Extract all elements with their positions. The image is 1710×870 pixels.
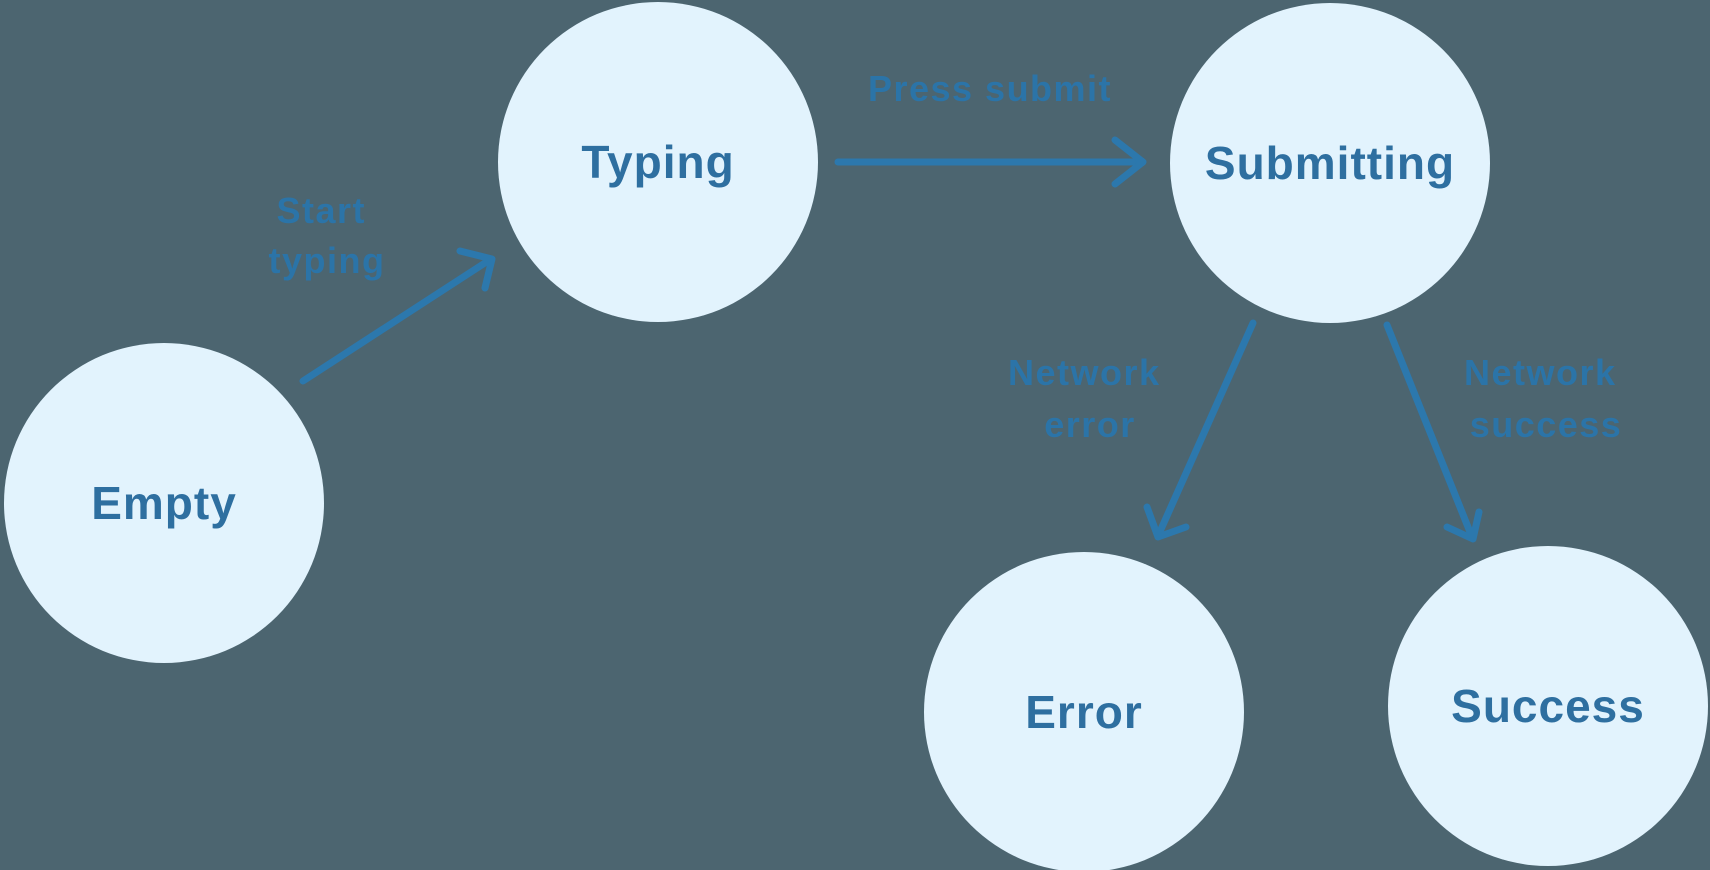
state-label-empty: Empty bbox=[91, 477, 237, 529]
arrow-line bbox=[1154, 319, 1257, 540]
state-node-error: Error bbox=[924, 552, 1244, 870]
transition-empty-typing: Start typing bbox=[269, 190, 496, 385]
state-node-empty: Empty bbox=[4, 343, 324, 663]
transition-label-line: Press submit bbox=[868, 68, 1112, 109]
transition-label-network-success: Network success bbox=[1464, 352, 1628, 445]
arrow-head bbox=[456, 247, 496, 292]
state-circle-error bbox=[924, 552, 1244, 870]
transition-label-line: error bbox=[1044, 404, 1136, 445]
arrow-head bbox=[1443, 508, 1483, 543]
state-label-submitting: Submitting bbox=[1205, 137, 1455, 189]
transition-label-line: Network bbox=[1008, 352, 1161, 393]
transition-label-line: Network bbox=[1464, 352, 1617, 393]
state-circle-success bbox=[1388, 546, 1708, 866]
transition-label-line: typing bbox=[269, 240, 386, 281]
arrow-line bbox=[1383, 321, 1476, 541]
transition-label-line: Start bbox=[276, 190, 366, 231]
transition-label-network-error: Network error bbox=[1008, 352, 1172, 445]
state-node-typing: Typing bbox=[498, 2, 818, 322]
state-label-typing: Typing bbox=[581, 136, 734, 188]
state-circle-empty bbox=[4, 343, 324, 663]
state-node-success: Success bbox=[1388, 546, 1708, 866]
state-circle-typing bbox=[498, 2, 818, 322]
arrow-head bbox=[1111, 136, 1147, 188]
arrow-head bbox=[1143, 503, 1190, 541]
arrow-line bbox=[299, 255, 495, 385]
transition-label-start-typing: Start typing bbox=[269, 190, 386, 281]
state-label-error: Error bbox=[1025, 686, 1142, 738]
state-circle-submitting bbox=[1170, 3, 1490, 323]
transition-typing-submitting: Press submit bbox=[834, 68, 1147, 188]
state-label-success: Success bbox=[1451, 680, 1645, 732]
state-node-submitting: Submitting bbox=[1170, 3, 1490, 323]
transition-submitting-success: Network success bbox=[1383, 321, 1628, 543]
transition-label-line: success bbox=[1470, 404, 1623, 445]
transition-label-press-submit: Press submit bbox=[868, 68, 1112, 109]
transition-submitting-error: Network error bbox=[1008, 319, 1257, 541]
